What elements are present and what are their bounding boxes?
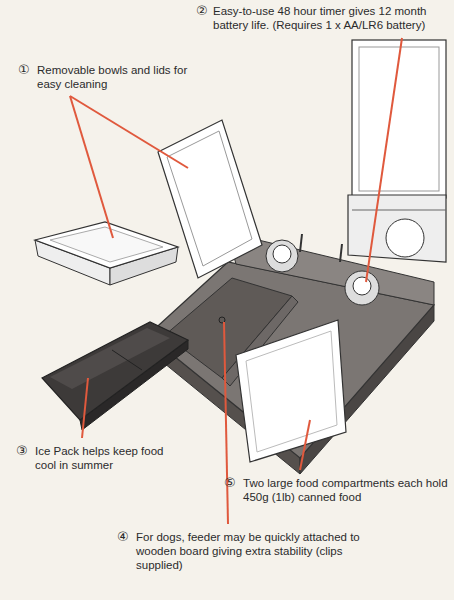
food-bowl: [236, 320, 346, 462]
leader-line: [224, 322, 228, 524]
callout-text: For dogs, feeder may be quickly attached…: [136, 530, 388, 572]
leader-line: [366, 38, 402, 282]
callout-number: ③: [16, 444, 28, 458]
callout-text: Ice Pack helps keep food cool in summer: [35, 444, 185, 472]
callout-number: ④: [117, 530, 129, 544]
lid-window: [386, 219, 424, 257]
lid-rim: [359, 47, 439, 191]
leader-line: [82, 378, 88, 438]
bowl-inner: [246, 331, 337, 452]
leader-line: [300, 420, 310, 470]
dial-knob: [273, 245, 291, 263]
callout-text: Two large food compartments each hold 45…: [243, 476, 450, 504]
bowl-inner: [50, 227, 163, 262]
ice-pack: [42, 322, 188, 420]
timer-dial: [266, 240, 298, 272]
ice-pack-top: [50, 328, 170, 389]
lid-hinge-panel: [348, 195, 446, 262]
dial-knob: [353, 277, 371, 295]
hinge-pin: [300, 234, 302, 252]
ice-pack-groove: [112, 350, 142, 370]
hinge-pin: [340, 244, 342, 262]
callout-number: ⑤: [224, 476, 236, 490]
timer-dial: [345, 271, 379, 305]
callout-number: ①: [18, 63, 30, 77]
lid-rim: [167, 131, 252, 266]
callout-number: ②: [196, 4, 208, 18]
callout-text: Removable bowls and lids for easy cleani…: [37, 63, 197, 91]
loose-bowl: [35, 222, 178, 268]
leader-line: [70, 96, 188, 168]
lid-edge: [352, 210, 446, 211]
callout-text: Easy-to-use 48 hour timer gives 12 month…: [213, 4, 451, 32]
open-lid: [158, 120, 262, 278]
